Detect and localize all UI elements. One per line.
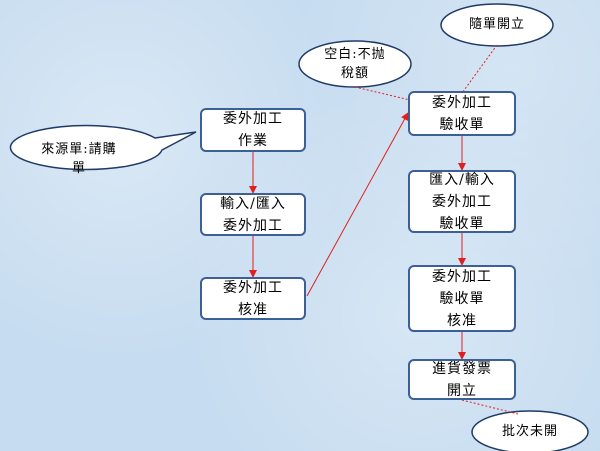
connector-issue — [461, 44, 498, 94]
callout-issue-bubble — [440, 3, 554, 47]
node-import-input-receipt[interactable]: 匯入/輸入 委外加工 驗收單 — [408, 170, 516, 233]
node-receipt-approval[interactable]: 委外加工 驗收單 核准 — [408, 265, 516, 332]
callout-line: 隨單開立 — [468, 17, 525, 32]
node-line: 委外加工 — [223, 111, 283, 127]
arrow-n3-n4 — [306, 112, 409, 297]
callout-line: 空白:不抛 — [324, 47, 386, 62]
node-line: 進貨發票 — [432, 360, 492, 377]
callout-source-text: 來源單:請購 單 — [6, 140, 152, 178]
node-line: 作業 — [238, 133, 268, 149]
node-input-import-outsource[interactable]: 輸入/匯入 委外加工 — [200, 193, 306, 236]
node-line: 驗收單 — [439, 215, 485, 232]
node-line: 匯入/輸入 — [429, 171, 495, 188]
node-line: 核准 — [238, 301, 268, 318]
node-line: 委外加工 — [432, 94, 492, 111]
node-outsource-receipt[interactable]: 委外加工 驗收單 — [408, 91, 516, 136]
node-line: 委外加工 — [223, 279, 283, 296]
node-line: 委外加工 — [432, 268, 492, 285]
callout-line: 來源單:請購 — [41, 142, 117, 157]
callout-line: 批次未開 — [501, 424, 558, 439]
node-line: 委外加工 — [223, 217, 283, 234]
callout-batch-bubble — [471, 410, 589, 451]
callout-blank-tax-text: 空白:不抛 稅額 — [300, 45, 410, 83]
node-line: 輸入/匯入 — [220, 195, 286, 212]
callout-issue-text: 隨單開立 — [442, 15, 552, 34]
callout-source-bubble — [9, 124, 197, 171]
node-line: 驗收單 — [439, 290, 485, 307]
callout-line: 稅額 — [340, 66, 369, 81]
node-outsource-approval[interactable]: 委外加工 核准 — [200, 277, 306, 320]
node-purchase-invoice-issue[interactable]: 進貨發票 開立 — [408, 359, 516, 400]
node-line: 驗收單 — [439, 116, 485, 133]
node-line: 核准 — [447, 312, 477, 329]
node-outsource-processing-job[interactable]: 委外加工 作業 — [200, 108, 306, 152]
connector-batch — [461, 399, 519, 415]
callout-batch-text: 批次未開 — [474, 422, 586, 441]
callout-line: 單 — [71, 161, 86, 176]
node-line: 委外加工 — [432, 193, 492, 210]
node-line: 開立 — [447, 382, 477, 399]
connector-blank-tax — [354, 86, 411, 101]
